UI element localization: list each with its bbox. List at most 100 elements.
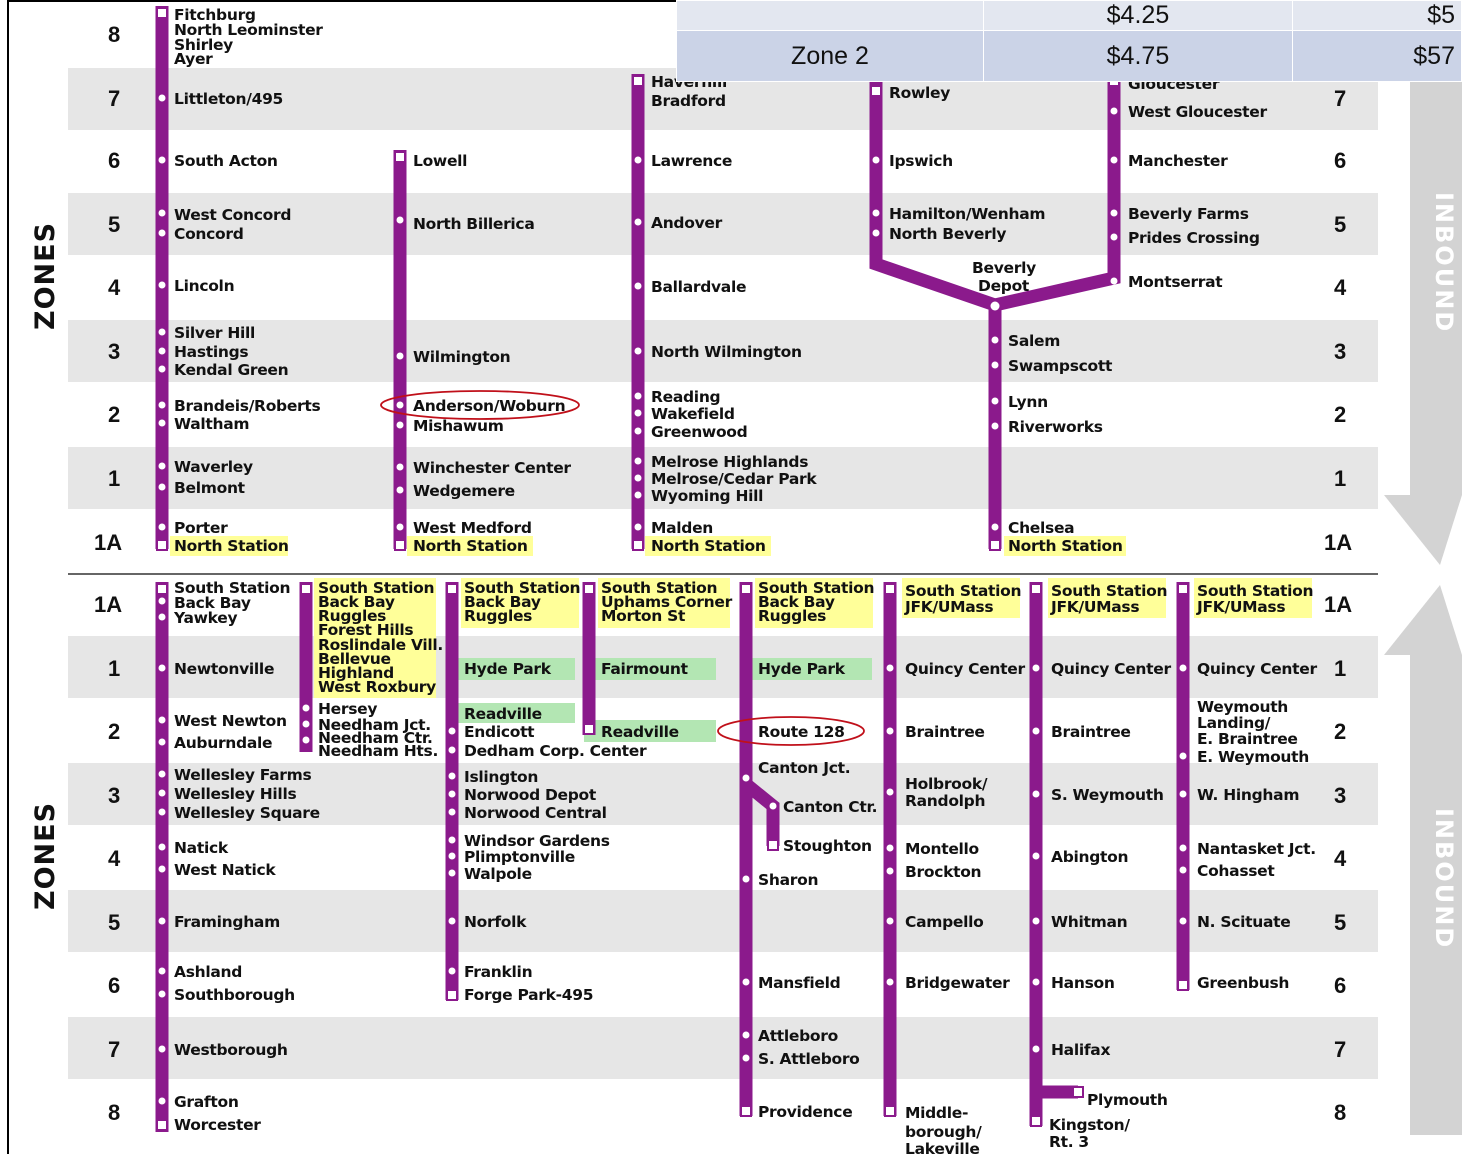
highlight-north-station-4 — [1004, 536, 1126, 556]
station-westborough: Westborough — [174, 1041, 288, 1059]
zone-num-left: 3 — [108, 339, 120, 364]
station-abington: Abington — [1051, 848, 1128, 866]
zone-num-right: 5 — [1334, 910, 1346, 935]
station-north-billerica: North Billerica — [413, 215, 534, 233]
station-south-station: South Station — [174, 579, 290, 597]
station-quincy-center: Quincy Center — [905, 660, 1025, 678]
station-windsor-gardens: Windsor Gardens — [464, 832, 610, 850]
station-w-hingham: W. Hingham — [1197, 786, 1299, 804]
highlight-north-station-3 — [645, 536, 771, 556]
station-swampscott: Swampscott — [1008, 357, 1113, 375]
inbound-label-top: INBOUND — [1430, 192, 1458, 333]
station-lynn: Lynn — [1008, 393, 1048, 411]
station-attleboro: Attleboro — [758, 1027, 838, 1045]
station-back-bay: Back Bay — [318, 593, 395, 611]
station-concord: Concord — [174, 225, 244, 243]
fare-oneway-cell: $4.25 — [982, 0, 1293, 31]
station-plimptonville: Plimptonville — [464, 848, 575, 866]
zone-num-right: 4 — [1334, 846, 1347, 871]
station-ballardvale: Ballardvale — [651, 278, 746, 296]
station-anderson-woburn: Anderson/Woburn — [413, 397, 565, 415]
station-southborough: Southborough — [174, 986, 295, 1004]
station-brandeis-roberts: Brandeis/Roberts — [174, 397, 321, 415]
station-south-acton: South Acton — [174, 152, 278, 170]
station-south-station: South Station — [1051, 582, 1167, 600]
zone-num-left: 8 — [108, 22, 120, 47]
zone-num-left: 1 — [108, 466, 120, 491]
station-kendal-green: Kendal Green — [174, 361, 288, 379]
highlight-boxes — [170, 536, 1312, 742]
station-north-station: North Station — [413, 537, 528, 555]
station-mansfield: Mansfield — [758, 974, 840, 992]
fare-zone-cell — [676, 0, 984, 31]
fare-monthly-cell: $5 — [1291, 0, 1462, 31]
station-riverworks: Riverworks — [1008, 418, 1103, 436]
station-malden: Malden — [651, 519, 713, 537]
station-hyde-park: Hyde Park — [464, 660, 552, 678]
fare-monthly-cell: $57 — [1291, 30, 1462, 82]
station-north-station: North Station — [1008, 537, 1123, 555]
station-hamilton-wenham: Hamilton/Wenham — [889, 205, 1045, 223]
station-north-station: North Station — [651, 537, 766, 555]
station-newtonville: Newtonville — [174, 660, 274, 678]
highlight-providence-inner — [755, 578, 873, 628]
station-north-station: North Station — [174, 537, 289, 555]
zone-num-right: 1 — [1334, 656, 1346, 681]
station-norwood-central: Norwood Central — [464, 804, 607, 822]
station-landing: Landing/ — [1197, 714, 1271, 732]
zone-num-left: 6 — [108, 148, 120, 173]
zone-num-right: 5 — [1334, 212, 1346, 237]
station-back-bay: Back Bay — [464, 593, 541, 611]
highlight-north-station-2 — [407, 536, 533, 556]
station-melrose-cedar-park: Melrose/Cedar Park — [651, 470, 817, 488]
station-jfk-umass: JFK/UMass — [1196, 598, 1285, 616]
frame-left-border — [7, 0, 9, 1154]
highlight-needham-inner — [314, 578, 436, 698]
station-porter: Porter — [174, 519, 228, 537]
station-middleborough-1: Middle- — [905, 1104, 968, 1122]
station-weymouth: Weymouth — [1197, 698, 1288, 716]
station-needham-hts: Needham Hts. — [318, 742, 438, 760]
station-braintree: Braintree — [1051, 723, 1131, 741]
zone-num-right: 3 — [1334, 783, 1346, 808]
station-west-roxbury: West Roxbury — [318, 678, 436, 696]
station-sharon: Sharon — [758, 871, 818, 889]
station-greenbush: Greenbush — [1197, 974, 1289, 992]
callout-route-128 — [717, 716, 865, 746]
station-braintree: Braintree — [905, 723, 985, 741]
station-lowell: Lowell — [413, 152, 467, 170]
zone-num-left: 1 — [108, 656, 120, 681]
station-north-leominster: North Leominster — [174, 21, 323, 39]
zones-label-bottom: ZONES — [30, 802, 61, 910]
station-roslindale-vill: Roslindale Vill. — [318, 636, 443, 654]
zone-num-left: 3 — [108, 783, 120, 808]
station-winchester-center: Winchester Center — [413, 459, 571, 477]
frame-top-border — [7, 0, 677, 2]
highlight-franklin-inner — [461, 578, 579, 628]
station-needham-ctr: Needham Ctr. — [318, 729, 433, 747]
station-lakeville: Lakeville — [905, 1140, 980, 1154]
station-dedham-corp-center: Dedham Corp. Center — [464, 742, 647, 760]
highlight-fairmount — [584, 658, 716, 680]
station-kingston: Kingston/ — [1049, 1116, 1130, 1134]
station-bridgewater: Bridgewater — [905, 974, 1010, 992]
callout-anderson-woburn — [380, 390, 580, 420]
station-south-station: South Station — [758, 579, 874, 597]
station-andover: Andover — [651, 214, 723, 232]
highlight-middleborough-inner — [902, 578, 1020, 618]
station-cohasset: Cohasset — [1197, 862, 1275, 880]
station-quincy-center: Quincy Center — [1051, 660, 1171, 678]
band-inbound-7 — [68, 1017, 1378, 1079]
band-inbound-5 — [68, 890, 1378, 952]
station-hanson: Hanson — [1051, 974, 1115, 992]
station-north-beverly: North Beverly — [889, 225, 1006, 243]
station-west-newton: West Newton — [174, 712, 287, 730]
station-melrose-highlands: Melrose Highlands — [651, 453, 808, 471]
station-lincoln: Lincoln — [174, 277, 234, 295]
station-south-station: South Station — [905, 582, 1021, 600]
station-hersey: Hersey — [318, 700, 377, 718]
station-randolph: Randolph — [905, 792, 985, 810]
station-south-station: South Station — [318, 579, 434, 597]
zone-num-right: 3 — [1334, 339, 1346, 364]
